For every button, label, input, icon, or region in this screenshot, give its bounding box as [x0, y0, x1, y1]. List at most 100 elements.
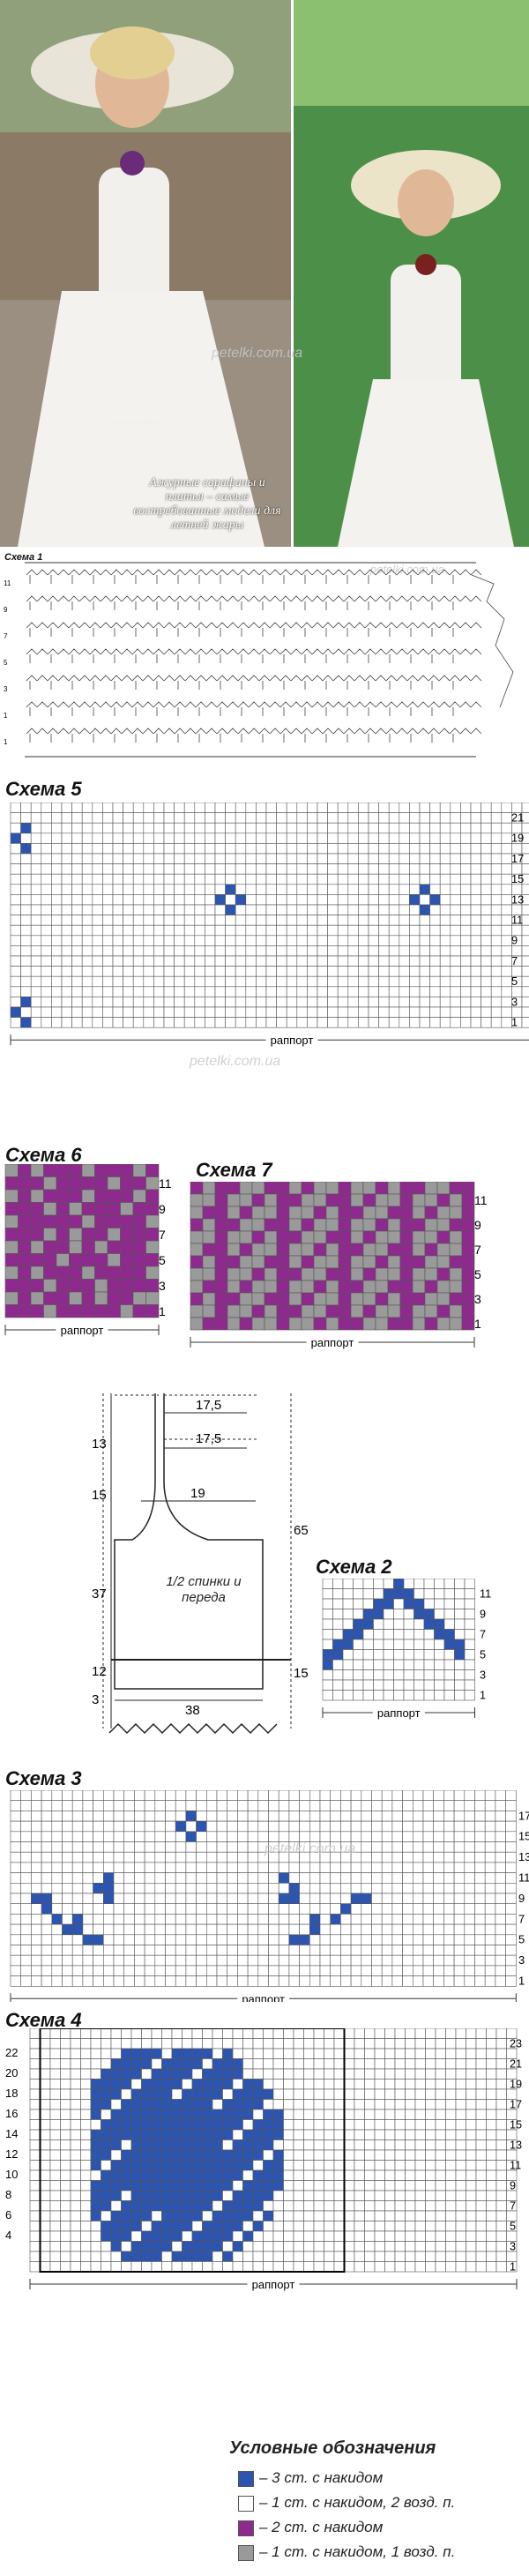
schema5-cell — [337, 843, 349, 855]
schema4-cell — [151, 2160, 162, 2171]
schema3-cell — [361, 1975, 372, 1987]
schema5-row-label: 5 — [511, 974, 518, 988]
schema3-cell — [433, 1975, 444, 1987]
schema3-cell — [216, 1914, 227, 1925]
schema7-cell — [214, 1255, 228, 1269]
schema5-cell — [481, 975, 492, 988]
schema3-cell — [443, 1841, 455, 1853]
schema5-cell — [317, 945, 328, 957]
schema3-cell — [464, 1923, 475, 1936]
schema5-cell — [102, 822, 114, 834]
schema3-cell — [350, 1872, 362, 1884]
schema5-cell — [143, 843, 154, 855]
schema5-cell — [307, 904, 318, 915]
schema4-cell — [141, 2038, 153, 2050]
schema4-cell — [405, 2038, 416, 2050]
schema5-cell — [174, 822, 185, 834]
schema6-cell — [107, 1240, 121, 1254]
schema5-cell — [61, 853, 72, 864]
schema4-cell — [455, 2160, 466, 2171]
schema4-cell — [121, 2169, 132, 2181]
schema3-cell — [412, 1903, 424, 1915]
schema5-cell — [470, 822, 481, 834]
schema5-cell — [307, 915, 318, 926]
schema3-cell — [495, 1923, 506, 1936]
schema3-cell — [41, 1820, 53, 1833]
schema3-cell — [319, 1820, 331, 1833]
schema4-cell — [60, 2221, 71, 2232]
schema4-cell — [466, 2119, 477, 2131]
schema4-cell — [151, 2088, 162, 2100]
schema3-cell — [278, 1872, 290, 1884]
schema5-cell — [30, 924, 42, 937]
schema7-cell — [338, 1304, 352, 1318]
schema5-cell — [225, 873, 236, 885]
schema5-cell — [235, 803, 247, 813]
schema3-cell — [237, 1945, 249, 1956]
schema3-cell — [288, 1923, 300, 1936]
schema3-cell — [309, 1923, 321, 1936]
schema4-cell — [425, 2119, 436, 2131]
schema5-cell — [81, 904, 93, 915]
schema4-cell — [222, 2230, 234, 2242]
schema5-cell — [276, 843, 287, 855]
schema4-cell — [141, 2210, 153, 2221]
schema4-cell — [151, 2129, 162, 2140]
schema4-cell — [161, 2190, 173, 2201]
schema5-cell — [245, 975, 257, 988]
schema5-cell — [450, 915, 461, 926]
schema5-cell — [112, 803, 123, 813]
schema4-cell — [435, 2210, 446, 2221]
schema3-cell — [257, 1800, 269, 1811]
schema4-cell — [212, 2200, 223, 2212]
schema2-cell — [383, 1679, 394, 1691]
dim-l1: 13 — [92, 1437, 107, 1452]
schema5-cell — [429, 935, 441, 946]
schema4-cell — [394, 2028, 406, 2039]
schema4-cell — [212, 2028, 223, 2039]
schema3-cell — [381, 1800, 393, 1811]
schema3-cell — [278, 1831, 290, 1842]
schema4-cell — [191, 2068, 203, 2079]
schema4-cell — [110, 2068, 122, 2079]
schema5-cell — [481, 812, 492, 824]
schema3-cell — [206, 1914, 218, 1925]
schema5-cell — [358, 915, 369, 926]
schema4-cell — [171, 2038, 183, 2050]
schema3-cell — [268, 1872, 279, 1884]
schema3-cell — [123, 1975, 135, 1987]
schema4-cell — [70, 2099, 81, 2110]
schema7-cell — [251, 1304, 265, 1318]
schema3-cell — [474, 1975, 486, 1987]
schema2-cell — [464, 1629, 475, 1640]
svg-text:5: 5 — [4, 659, 8, 667]
schema5-cell — [470, 843, 481, 855]
schema5-cell — [276, 853, 287, 864]
schema5-cell — [347, 945, 359, 957]
schema3-cell — [227, 1872, 238, 1884]
schema2-cell — [393, 1659, 405, 1670]
schema5-cell — [30, 945, 42, 957]
schema3-cell — [196, 1820, 207, 1833]
schema4-cell — [333, 2028, 345, 2039]
schema4-cell — [293, 2068, 304, 2079]
schema3-cell — [123, 1883, 135, 1894]
schema3-cell — [31, 1862, 42, 1873]
schema2-title: Схема 2 — [316, 1556, 392, 1578]
schema4-cell — [232, 2099, 243, 2110]
schema3-cell — [381, 1903, 393, 1915]
schema6-row-label: 5 — [159, 1253, 166, 1267]
schema3-cell — [495, 1800, 506, 1811]
schema5-cell — [71, 894, 83, 906]
dim-mid: 19 — [190, 1486, 205, 1501]
schema3-cell — [412, 1945, 424, 1956]
schema5-cell — [481, 863, 492, 875]
schema5-cell — [205, 915, 216, 926]
schema5-cell — [92, 955, 103, 967]
schema5-cell — [501, 1017, 512, 1028]
schema2-cell — [434, 1639, 445, 1650]
schema6-cell — [43, 1214, 57, 1228]
schema5-cell — [296, 803, 308, 813]
schema7-cell — [190, 1218, 204, 1232]
schema5-cell — [450, 1017, 461, 1028]
